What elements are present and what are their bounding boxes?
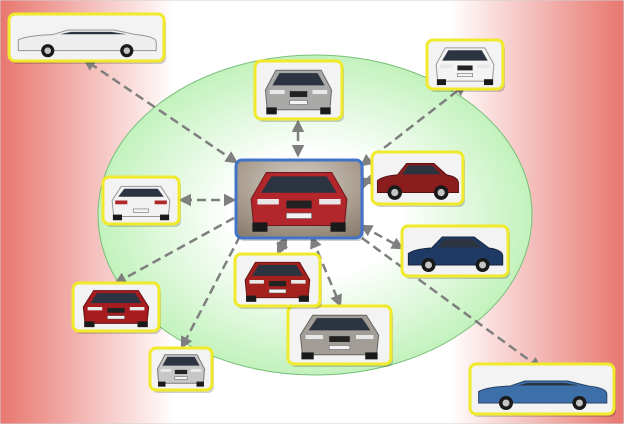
result-thumbnail-r1[interactable] (253, 59, 344, 122)
car-tile-group (7, 12, 616, 417)
result-thumbnail-r5[interactable] (233, 252, 322, 309)
arrow-r10 (180, 235, 242, 350)
arrow-r11 (361, 236, 543, 370)
result-thumbnail-r6[interactable] (101, 175, 181, 227)
query-thumbnail[interactable] (234, 158, 364, 241)
blue-bmw-x3-side-icon (407, 236, 504, 272)
red-ford-edge-icon (82, 290, 150, 328)
result-thumbnail-r7[interactable] (7, 12, 166, 64)
blue-porsche-panamera-icon (478, 380, 608, 410)
result-thumbnail-r2[interactable] (370, 150, 465, 207)
result-thumbnail-r4[interactable] (286, 304, 393, 367)
silver-bmw-x3-front-icon (264, 69, 333, 115)
white-porsche-panamera-icon (17, 29, 157, 58)
arrow-r9 (113, 216, 235, 285)
red-bmw-x3-side-icon (376, 162, 459, 200)
silver-bmw-x3-front-low-icon (299, 314, 380, 360)
arrow-r3 (359, 224, 405, 250)
arrow-r2 (359, 173, 376, 189)
white-ford-edge-icon (435, 47, 495, 86)
red-bmx-x3-front-icon (250, 171, 348, 232)
result-thumbnail-r3[interactable] (400, 224, 510, 279)
result-thumbnail-r11[interactable] (468, 362, 616, 417)
arrow-r7 (82, 58, 239, 164)
silver-ford-edge-icon (156, 354, 206, 387)
arrow-r5 (275, 235, 289, 256)
arrow-r4 (310, 235, 342, 308)
red-bmw-x3-front-small-icon (244, 261, 311, 302)
result-thumbnail-r9[interactable] (71, 281, 161, 334)
result-thumbnail-r10[interactable] (148, 346, 214, 393)
result-thumbnail-r8[interactable] (425, 38, 505, 92)
white-bmw-x3-rear-icon (111, 185, 171, 221)
